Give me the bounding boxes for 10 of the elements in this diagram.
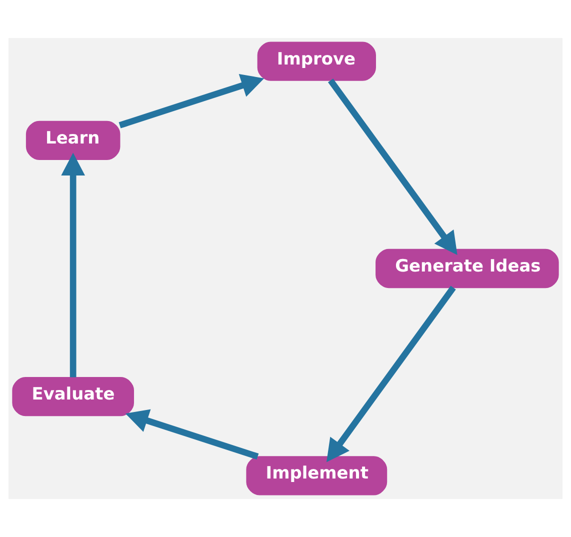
node-box: Improve <box>257 42 376 81</box>
arrow <box>328 78 458 255</box>
arrow <box>61 152 86 378</box>
node-box: Evaluate <box>12 376 134 416</box>
node-box: Learn <box>26 120 120 160</box>
arrow <box>118 74 264 128</box>
arrow <box>326 286 456 462</box>
arrow <box>125 409 259 460</box>
node-box: Implement <box>246 456 388 496</box>
node-box: Generate Ideas <box>376 248 559 288</box>
